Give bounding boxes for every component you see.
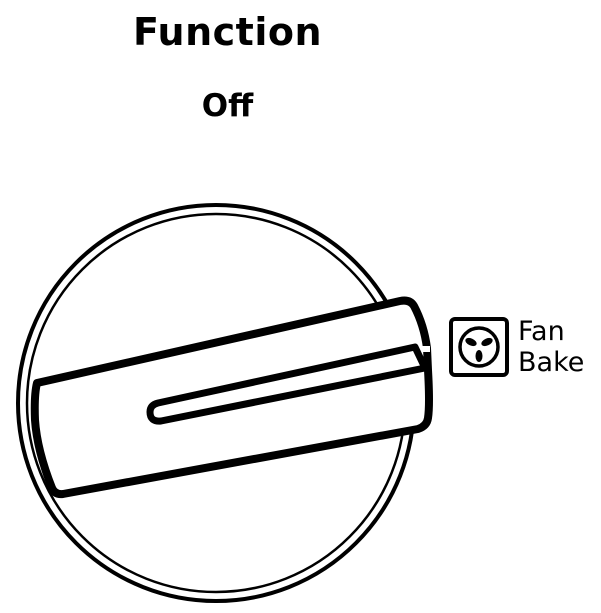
knob-grip-bar[interactable] [30, 296, 433, 499]
function-title: Function [132, 10, 323, 54]
knob-indicator-slot [146, 343, 429, 425]
current-state-label: Off [201, 88, 254, 124]
fan-bake-icon [449, 317, 509, 377]
fan-bake-label-line1: Fan [518, 316, 565, 347]
fan-bake-position-label: Fan Bake [448, 316, 588, 380]
fan-bake-label-line2: Bake [518, 347, 585, 378]
